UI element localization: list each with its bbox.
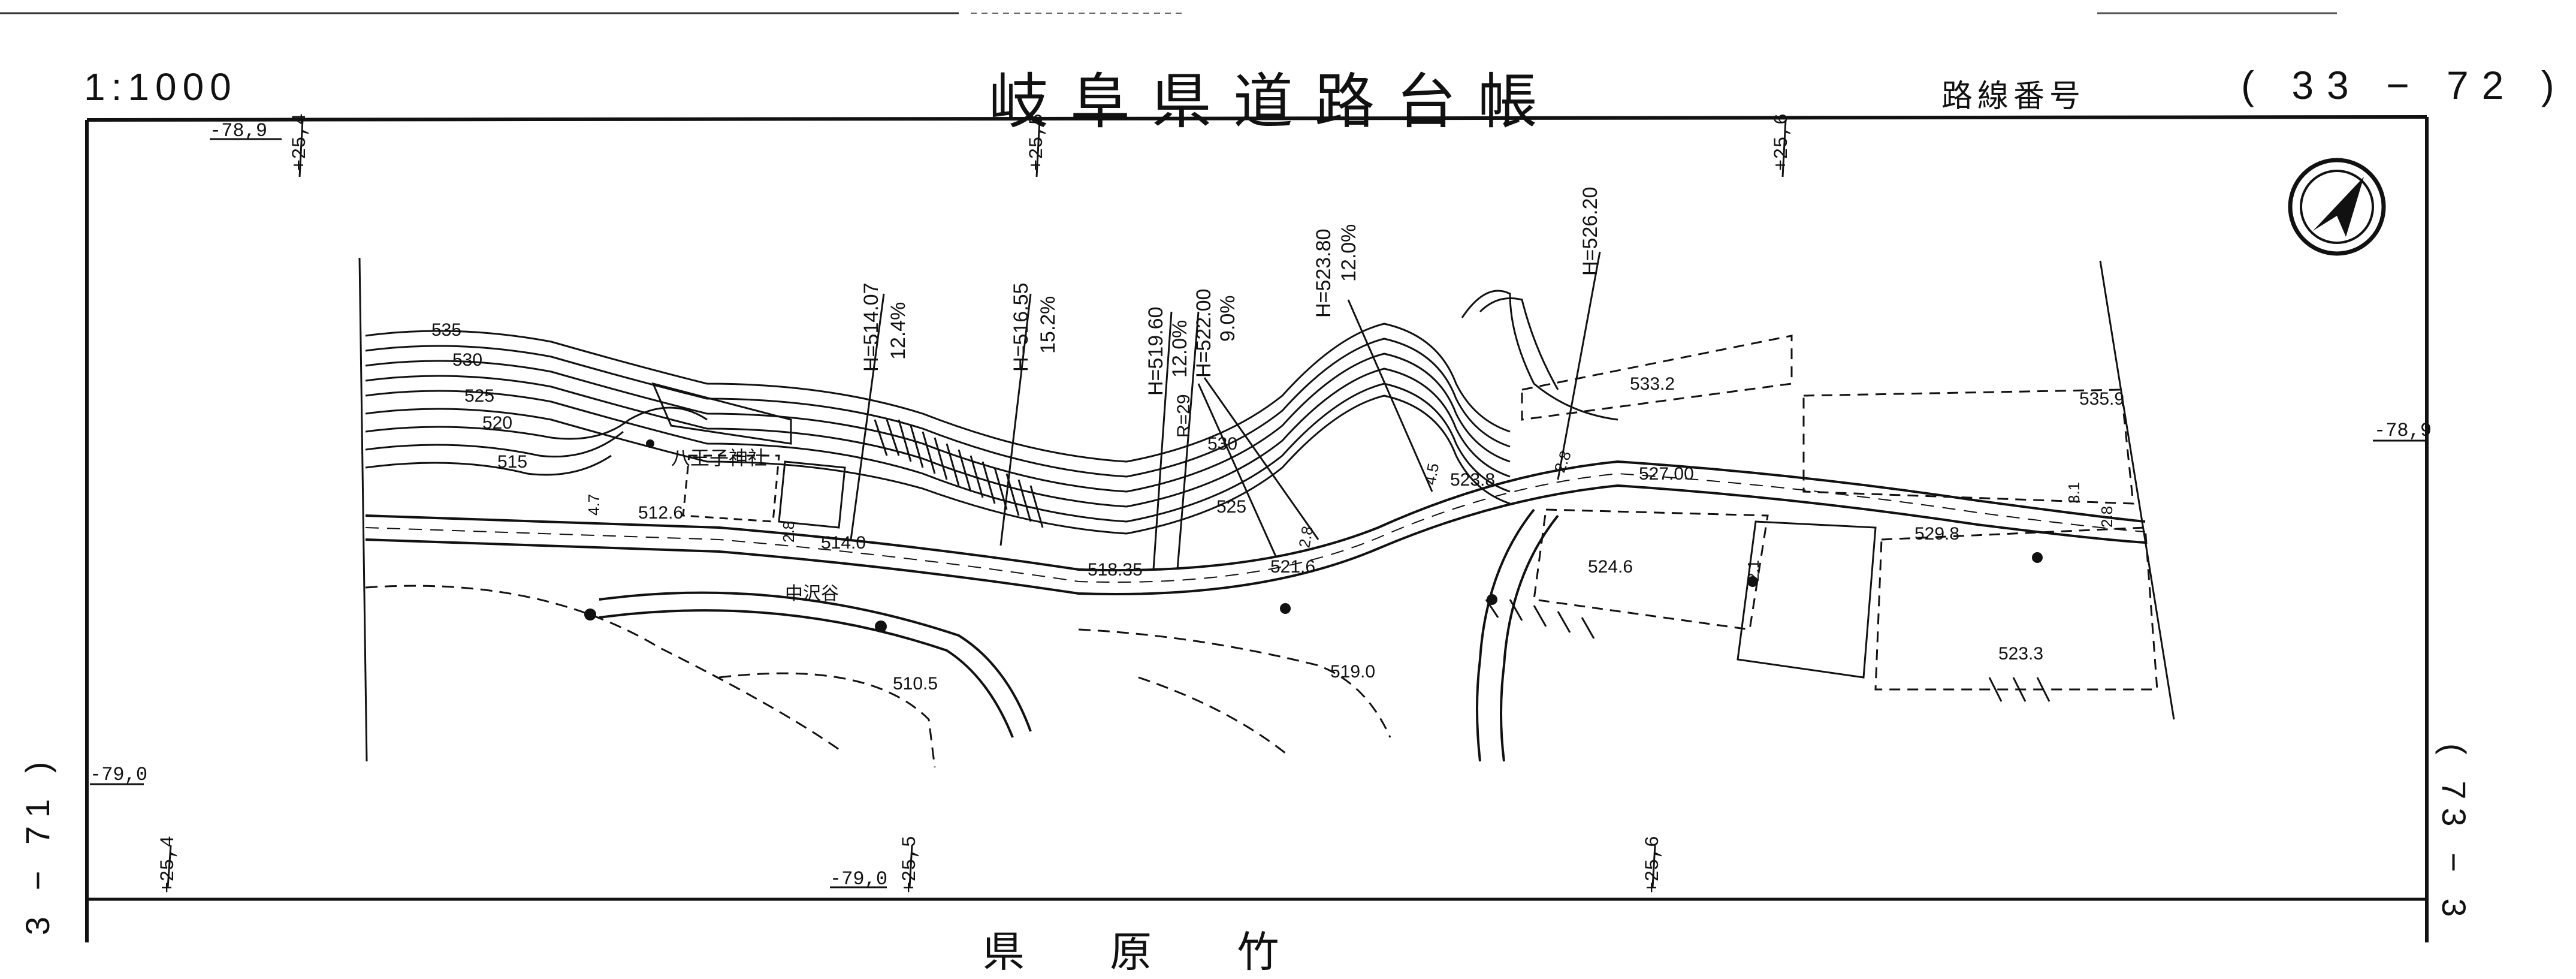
contour-label-515: 515 (497, 452, 527, 472)
gradient-elevation-4: H=522.00 (1192, 289, 1215, 378)
gradient-leaders (850, 251, 1601, 570)
road-width-8: 3.1 (2065, 482, 2083, 504)
contour-label-530b: 530 (1207, 434, 1237, 454)
bottom-partial-text: 県 原 竹 (983, 927, 1315, 977)
gradient-percent-5: 12.0% (1337, 224, 1360, 282)
gradient-percent-3: 12.0% (1168, 320, 1191, 378)
contour-lines (365, 290, 1618, 535)
gradient-percent-4: 9.0% (1216, 296, 1239, 342)
grid-label-right-x: -78,9 (2374, 420, 2432, 442)
road-width-2: 2.8 (1295, 525, 1316, 549)
elevation-512-6: 512.6 (638, 503, 683, 523)
gradient-elevation-3: H=519.60 (1144, 307, 1167, 396)
elevation-519-0: 519.0 (1330, 662, 1375, 682)
gradient-percent-1: 12.4% (887, 302, 910, 360)
elevation-524-6: 524.6 (1588, 557, 1633, 577)
north-arrow-icon (2288, 158, 2386, 256)
curve-radius-label: R=29 (1174, 394, 1194, 438)
contour-label-530: 530 (452, 350, 482, 370)
map-frame (85, 115, 2429, 942)
sheet-title: 岐阜県道路台帳 (989, 67, 1559, 137)
elevation-523-8: 523.8 (1450, 470, 1495, 490)
elevation-514-0: 514.0 (821, 533, 866, 553)
parcel-boundaries (365, 335, 2158, 768)
map-annotations: 八王子神社 中沢谷 H=514.07 12.4% H=516.55 15.2% … (431, 187, 2124, 694)
road-ledger-map: 八王子神社 中沢谷 H=514.07 12.4% H=516.55 15.2% … (0, 12, 2429, 942)
elevation-535-9: 535.9 (2079, 389, 2124, 409)
contour-label-520: 520 (482, 413, 512, 433)
road-width-1: 2.8 (780, 521, 798, 543)
map-scale: 1:1000 (84, 65, 237, 109)
elevation-521-6: 521.6 (1270, 557, 1315, 577)
gradient-elevation-2: H=516.55 (1010, 283, 1032, 372)
gradient-elevation-5: H=523.80 (1312, 229, 1335, 318)
road-width-5: 4.7 (585, 494, 603, 516)
elevation-523-3: 523.3 (1998, 644, 2043, 664)
route-number-label: 路線番号 (1941, 79, 2086, 115)
grid-ticks (90, 119, 2427, 888)
gradient-percent-2: 15.2% (1037, 296, 1059, 354)
gradient-elevation-6: H=526.20 (1579, 187, 1602, 276)
survey-points (584, 439, 2043, 632)
route-number-value: ( 33 − 72 ) (2241, 63, 2568, 107)
slope-hatching (874, 419, 2050, 702)
elevation-527-00: 527.00 (1639, 464, 1694, 484)
contour-label-525: 525 (464, 386, 494, 406)
road-width-4: 4.5 (1421, 462, 1442, 486)
grid-label-left-x: -79,0 (90, 764, 148, 786)
elevation-533-2: 533.2 (1630, 374, 1675, 394)
elevation-510-5: 510.5 (893, 674, 938, 694)
shrine-label: 八王子神社 (671, 447, 767, 469)
place-label: 中沢谷 (785, 584, 839, 604)
elevation-518-35: 518.35 (1088, 560, 1143, 580)
elevation-529-8: 529.8 (1914, 524, 1959, 544)
road-width-7: 2.8 (2098, 506, 2116, 528)
road-width-6: 2.1 (1744, 560, 1762, 582)
road-centerline (365, 460, 2146, 762)
contour-label-535: 535 (431, 320, 461, 340)
gradient-elevation-1: H=514.07 (860, 283, 883, 372)
contour-label-525b: 525 (1216, 497, 1246, 517)
